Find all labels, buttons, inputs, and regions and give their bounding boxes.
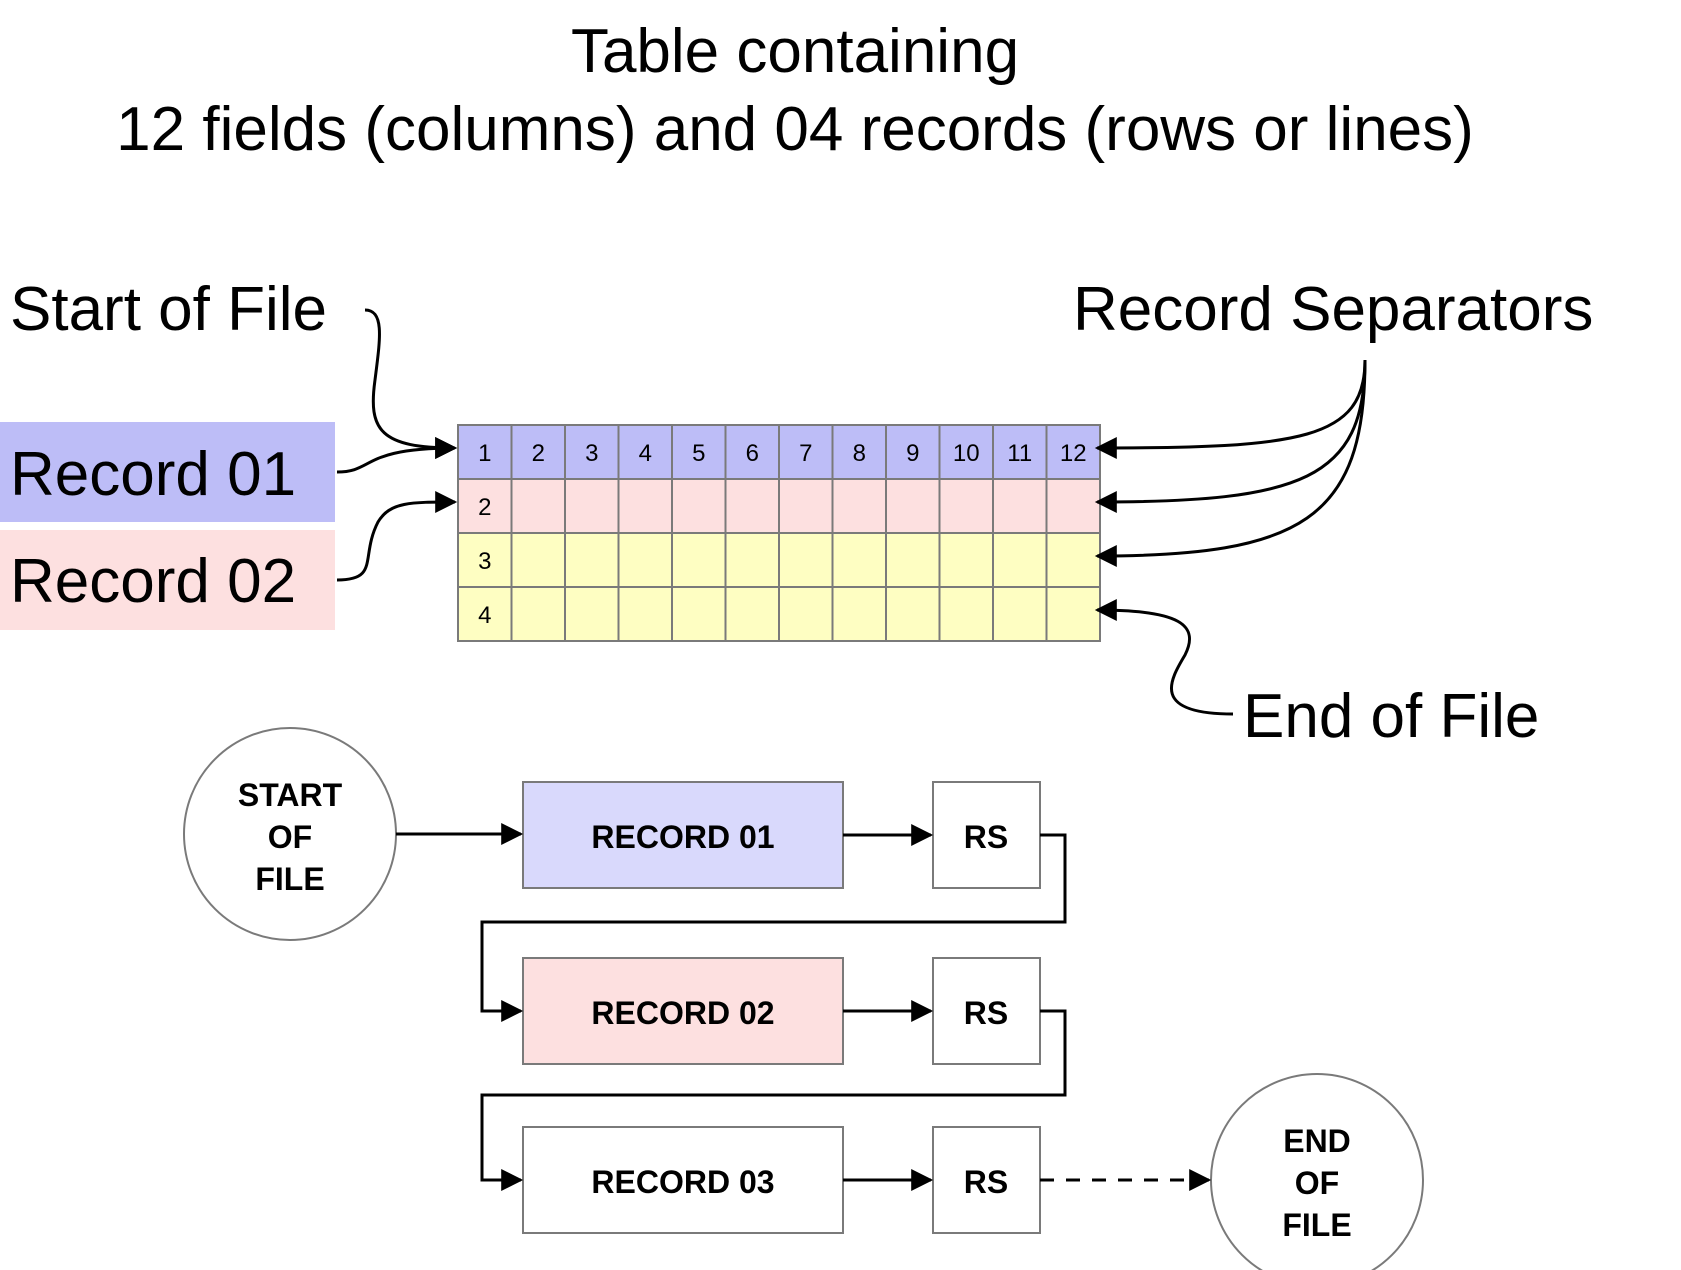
table-cell — [724, 532, 780, 588]
column-header-1: 1 — [478, 440, 491, 467]
column-header-8: 8 — [853, 440, 866, 467]
end-circle-line-3: FILE — [1282, 1207, 1351, 1243]
record-separator-arrow-3 — [1094, 359, 1367, 567]
record-01-box-label: RECORD 01 — [591, 819, 774, 855]
table-cell — [992, 478, 1048, 534]
column-header-10: 10 — [953, 440, 980, 467]
table-cell — [1045, 586, 1101, 642]
table-cell — [564, 586, 620, 642]
end-circle-line-2: OF — [1295, 1165, 1339, 1201]
table-cell — [992, 532, 1048, 588]
table-cell — [938, 478, 994, 534]
table-cell — [938, 424, 994, 480]
table-cell — [671, 586, 727, 642]
table-cell — [938, 532, 994, 588]
table-cell — [457, 478, 513, 534]
column-header-11: 11 — [1007, 440, 1032, 467]
table-cell — [617, 478, 673, 534]
table-cell — [1045, 532, 1101, 588]
table-cell — [885, 478, 941, 534]
record-03-box-label: RECORD 03 — [591, 1164, 774, 1200]
table-cell — [671, 424, 727, 480]
record-01-label: Record 01 — [10, 440, 296, 509]
table-cell — [564, 532, 620, 588]
column-header-7: 7 — [799, 440, 812, 467]
table-cell — [831, 532, 887, 588]
table-cell — [831, 424, 887, 480]
record-separators-label: Record Separators — [1073, 275, 1593, 344]
record-01-box — [522, 781, 844, 889]
title-line-2: 12 fields (columns) and 04 records (rows… — [116, 95, 1474, 164]
row-number-2: 2 — [478, 494, 491, 521]
column-header-3: 3 — [585, 440, 598, 467]
table-cell — [724, 586, 780, 642]
end-of-file-label: End of File — [1243, 682, 1539, 751]
record-separator-box-1 — [932, 781, 1041, 889]
table-cell — [831, 478, 887, 534]
record-separator-label-1: RS — [964, 819, 1008, 855]
table-cell — [724, 424, 780, 480]
column-header-2: 2 — [532, 440, 545, 467]
end-circle-line-1: END — [1283, 1123, 1351, 1159]
table-cell — [885, 532, 941, 588]
column-header-5: 5 — [692, 440, 705, 467]
record-separator-box-2 — [932, 957, 1041, 1065]
start-circle-line-1: START — [238, 777, 343, 813]
table-cell — [671, 532, 727, 588]
record-01-arrow — [336, 437, 458, 474]
table-cell — [778, 532, 834, 588]
table-cell — [457, 532, 513, 588]
end-of-file-arrow — [1094, 599, 1234, 716]
table-cell — [617, 586, 673, 642]
table-cell — [724, 478, 780, 534]
record-02-arrow — [336, 491, 458, 582]
column-header-9: 9 — [906, 440, 919, 467]
table-cell — [831, 586, 887, 642]
table-cell — [564, 478, 620, 534]
table-cell — [938, 586, 994, 642]
record-02-label: Record 02 — [10, 547, 296, 616]
table-cell — [992, 586, 1048, 642]
record-separator-label-2: RS — [964, 995, 1008, 1031]
table-cell — [1045, 478, 1101, 534]
table-cell — [1045, 424, 1101, 480]
record-separator-arrow-2 — [1094, 359, 1367, 513]
table-cell — [510, 478, 566, 534]
table-cell — [510, 532, 566, 588]
table-cell — [778, 478, 834, 534]
record-02-box-label: RECORD 02 — [591, 995, 774, 1031]
title-line-1: Table containing — [571, 17, 1019, 86]
row-number-4: 4 — [478, 602, 491, 629]
column-header-4: 4 — [639, 440, 652, 467]
record-03-box — [522, 1126, 844, 1234]
flow-arrow-rs-to-record-03 — [480, 1009, 1067, 1191]
start-circle-line-2: OF — [268, 819, 312, 855]
table-cell — [671, 478, 727, 534]
column-header-12: 12 — [1060, 440, 1087, 467]
start-circle-line-3: FILE — [255, 861, 324, 897]
table-cell — [778, 586, 834, 642]
record-separator-box-3 — [932, 1126, 1041, 1234]
flow-arrow-rs-to-record-02 — [480, 833, 1067, 1022]
table-cell — [510, 586, 566, 642]
table-cell — [885, 586, 941, 642]
start-of-file-label: Start of File — [10, 275, 327, 344]
row-number-3: 3 — [478, 548, 491, 575]
record-01-label-box — [0, 422, 335, 522]
column-header-6: 6 — [746, 440, 759, 467]
record-separator-arrow-1 — [1094, 359, 1367, 459]
table-cell — [617, 532, 673, 588]
start-of-file-arrow — [364, 308, 458, 459]
record-02-label-box — [0, 530, 335, 630]
table-cell — [778, 424, 834, 480]
record-separator-label-3: RS — [964, 1164, 1008, 1200]
